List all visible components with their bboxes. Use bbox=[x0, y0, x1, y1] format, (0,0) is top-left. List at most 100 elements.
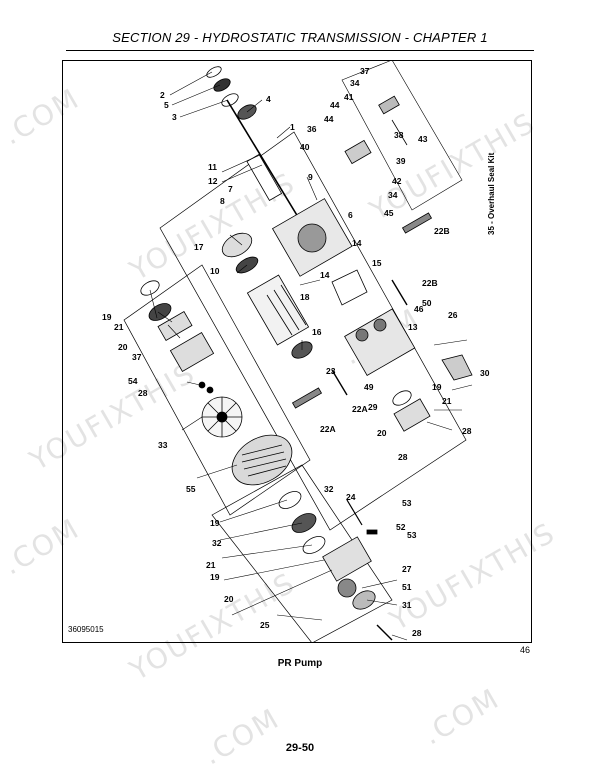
callout-label: 16 bbox=[312, 327, 322, 337]
callout-label: 21 bbox=[442, 396, 452, 406]
callout-label: 28 bbox=[412, 628, 422, 638]
callout-label: 22B bbox=[422, 278, 438, 288]
port bbox=[355, 328, 369, 342]
check-valve-22a bbox=[291, 387, 323, 409]
cylinder-block bbox=[246, 274, 310, 346]
callout-label: 22B bbox=[434, 226, 450, 236]
callout-label: 10 bbox=[210, 266, 220, 276]
callout-label: 12 bbox=[208, 176, 218, 186]
callout-label: 1 bbox=[290, 122, 295, 132]
callout-label: 41 bbox=[344, 92, 354, 102]
callout-label: 25 bbox=[260, 620, 270, 630]
callout-label: 36 bbox=[307, 124, 317, 134]
section-header: SECTION 29 - HYDROSTATIC TRANSMISSION - … bbox=[112, 30, 488, 45]
housing-bore bbox=[297, 223, 327, 253]
callout-label: 6 bbox=[348, 210, 353, 220]
pump-exploded-view: 37 34 2 5 3 41 44 4 44 38 43 36 1 40 11 … bbox=[102, 59, 496, 644]
callout-label: 37 bbox=[360, 66, 370, 76]
piston bbox=[273, 289, 300, 331]
o-ring-19 bbox=[392, 390, 412, 406]
callout-label: 30 bbox=[480, 368, 490, 378]
adapter-20 bbox=[157, 311, 193, 341]
callout-label: 42 bbox=[392, 176, 402, 186]
overhaul-kit-label: 35 - Overhaul Seal Kit bbox=[487, 152, 496, 235]
callout-label: 17 bbox=[194, 242, 204, 252]
callout-label: 20 bbox=[224, 594, 234, 604]
callout-label: 37 bbox=[132, 352, 142, 362]
callout-label: 14 bbox=[352, 238, 362, 248]
callout-label: 15 bbox=[372, 258, 382, 268]
callout-label: 4 bbox=[266, 94, 271, 104]
seal-19 bbox=[291, 513, 317, 533]
page-number: 29-50 bbox=[285, 742, 315, 754]
cooling-fan bbox=[201, 396, 243, 438]
callout-label: 53 bbox=[402, 498, 412, 508]
callout-label: 20 bbox=[377, 428, 387, 438]
gasket bbox=[331, 269, 368, 306]
o-ring-32 bbox=[278, 491, 302, 509]
charge-gerotor bbox=[337, 578, 357, 598]
callout-label: 44 bbox=[324, 114, 334, 124]
callout-label: 55 bbox=[186, 484, 196, 494]
callout-label: 50 bbox=[422, 298, 432, 308]
callout-label: 34 bbox=[388, 190, 398, 200]
callout-label: 40 bbox=[300, 142, 310, 152]
callout-label: 32 bbox=[212, 538, 222, 548]
callout-label: 8 bbox=[220, 196, 225, 206]
callout-label: 54 bbox=[128, 376, 138, 386]
seal bbox=[213, 78, 231, 92]
watermark: .COM bbox=[197, 701, 286, 772]
control-outline bbox=[341, 59, 463, 211]
key-53 bbox=[366, 529, 378, 535]
callout-label: 11 bbox=[208, 162, 217, 172]
callout-label: 23 bbox=[326, 366, 336, 376]
spring bbox=[391, 119, 408, 146]
charge-pump-body bbox=[322, 536, 372, 582]
callout-label: 19 bbox=[102, 312, 112, 322]
callout-label: 24 bbox=[346, 492, 356, 502]
callout-label: 22A bbox=[320, 424, 336, 434]
bolt bbox=[331, 369, 348, 396]
callout-label: 46 bbox=[414, 304, 424, 314]
callout-label: 33 bbox=[158, 440, 168, 450]
piston bbox=[280, 284, 307, 326]
check-valve-22b bbox=[401, 212, 433, 234]
charge-cover-31 bbox=[352, 590, 376, 610]
piston bbox=[266, 294, 293, 336]
callout-label: 43 bbox=[418, 134, 428, 144]
callout-label: 49 bbox=[364, 382, 374, 392]
bolt-28 bbox=[206, 386, 214, 394]
callout-label: 22A bbox=[352, 404, 368, 414]
callout-label: 51 bbox=[402, 582, 412, 592]
callout-label: 13 bbox=[408, 322, 418, 332]
callout-label: 19 bbox=[210, 518, 220, 528]
callout-label: 28 bbox=[138, 388, 148, 398]
seal-21 bbox=[302, 536, 326, 554]
callout-label: 45 bbox=[384, 208, 394, 218]
callout-label: 21 bbox=[206, 560, 216, 570]
swashplate bbox=[221, 232, 253, 258]
snap-ring bbox=[206, 66, 222, 78]
charge-cover bbox=[169, 332, 215, 372]
callout-label: 28 bbox=[398, 452, 408, 462]
figure-frame bbox=[62, 60, 532, 643]
charge-pump-outline bbox=[211, 464, 393, 644]
callout-label: 19 bbox=[210, 572, 220, 582]
port bbox=[373, 318, 387, 332]
end-cap bbox=[344, 308, 416, 376]
callout-label: 29 bbox=[368, 402, 378, 412]
pin-24 bbox=[346, 499, 363, 526]
control-arm bbox=[378, 95, 400, 115]
callout-label: 28 bbox=[462, 426, 472, 436]
callout-label: 18 bbox=[300, 292, 310, 302]
callout-label: 21 bbox=[114, 322, 124, 332]
bracket-30 bbox=[441, 354, 473, 381]
callout-label: 53 bbox=[407, 530, 417, 540]
callout-label: 27 bbox=[402, 564, 412, 574]
callout-label: 44 bbox=[330, 100, 340, 110]
trunnion bbox=[344, 139, 372, 165]
figure-number: 46 bbox=[520, 645, 531, 655]
callout-label: 7 bbox=[228, 184, 233, 194]
callout-label: 14 bbox=[320, 270, 330, 280]
fan-guard bbox=[231, 434, 293, 486]
